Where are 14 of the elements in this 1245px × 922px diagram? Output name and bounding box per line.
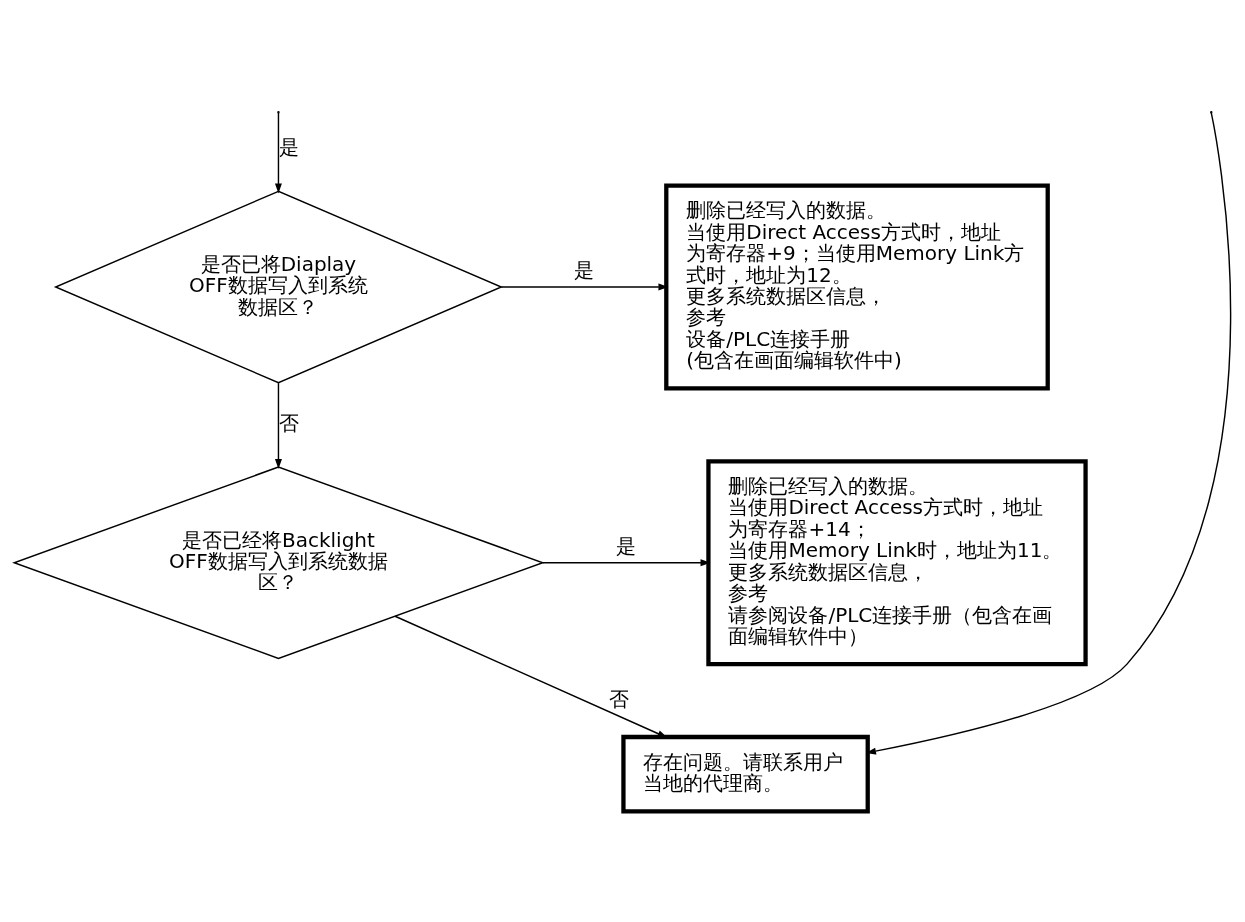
edge-label: 是 bbox=[279, 134, 300, 159]
edge-label: 是 bbox=[573, 257, 594, 282]
node-diamond: 是否已经将Backlight OFF数据写入到系统数据区？ bbox=[12, 465, 545, 659]
edge-label: 是 bbox=[615, 533, 636, 558]
node-box: 删除已经写入的数据。 当使用Direct Access方式时，地址为寄存器+9；当使用Memory Link方式时，地址为12。 更多系统数据区信息， 参考 设备/PLC连接手册 (包含在画面编辑软件中) bbox=[664, 182, 1050, 391]
arrow bbox=[274, 111, 282, 193]
node-box: 删除已经写入的数据。 当使用Direct Access方式时，地址为寄存器+14； 当使用Memory Link时，地址为11。 更多系统数据区信息， 参考 请参阅设备/PLC连接手册（包含在画面编辑软件中） bbox=[706, 458, 1088, 666]
edge-label: 否 bbox=[279, 410, 300, 435]
node-diamond: 是否已将Diaplay OFF数据写入到系统数据区？ bbox=[53, 190, 504, 383]
arrow bbox=[542, 558, 711, 566]
node-box: 存在问题。请联系用户当地的代理商。 bbox=[621, 734, 870, 813]
arrow bbox=[394, 615, 668, 738]
arrow bbox=[274, 381, 282, 469]
edge-label: 否 bbox=[609, 686, 630, 711]
